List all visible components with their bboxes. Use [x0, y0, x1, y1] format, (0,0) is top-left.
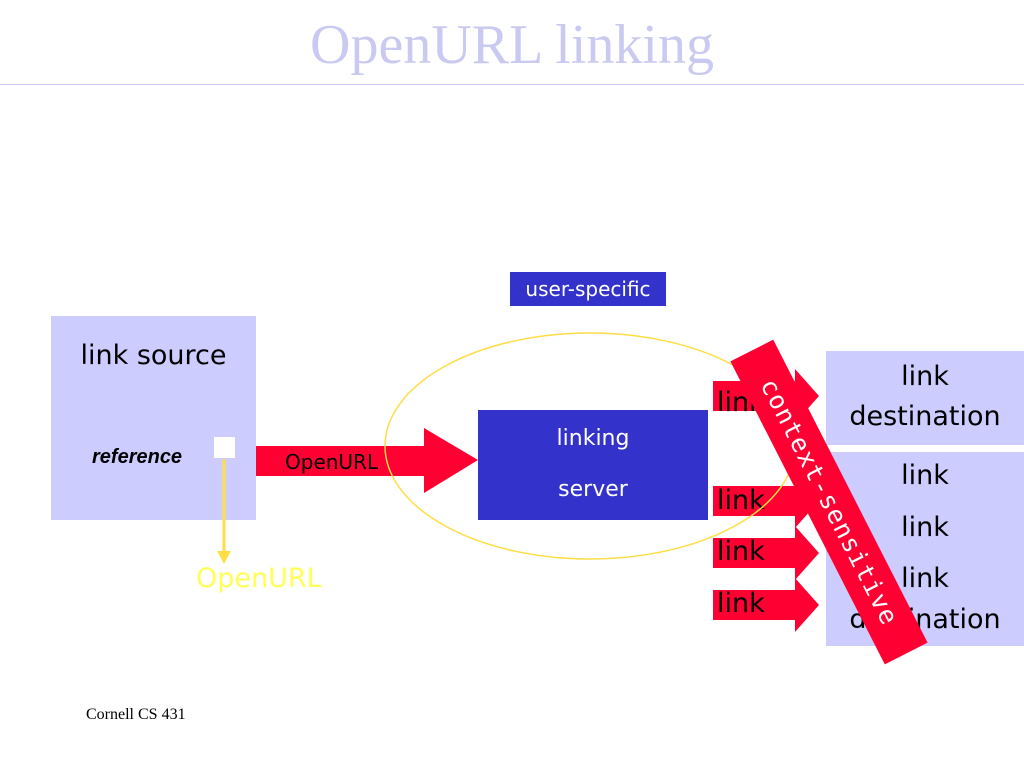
link-arrow-3	[713, 526, 819, 580]
destination-1-line2: destination	[849, 401, 1001, 432]
user-specific-label: user-specific	[510, 272, 666, 306]
footer-text: Cornell CS 431	[86, 706, 186, 723]
link-source-box	[51, 316, 256, 520]
slide-title: OpenURL linking	[310, 14, 714, 76]
linking-server-line1: linking	[556, 426, 630, 451]
linking-server-box: linking server	[478, 410, 708, 520]
reference-down-arrowhead	[217, 551, 231, 564]
title-divider	[0, 84, 1024, 85]
link-source-label: link source	[80, 340, 227, 371]
linking-server-line2: server	[558, 477, 628, 502]
destination-1-line1: link	[901, 361, 949, 392]
link-destination-box-1	[826, 351, 1024, 445]
destination-2-line2: link	[901, 512, 949, 543]
openurl-arrow	[256, 428, 478, 493]
link-arrow-4	[713, 578, 819, 632]
link-label-3: link	[717, 536, 765, 567]
reference-square	[214, 437, 235, 458]
openurl-arrow-label: OpenURL	[285, 450, 379, 474]
destination-2-line1: link	[901, 460, 949, 491]
link-label-4: link	[717, 588, 765, 619]
destination-2-line3: link	[901, 563, 949, 594]
link-arrow-2	[713, 474, 819, 528]
openurl-bottom-label: OpenURL	[196, 563, 322, 594]
reference-label: reference	[92, 446, 183, 468]
